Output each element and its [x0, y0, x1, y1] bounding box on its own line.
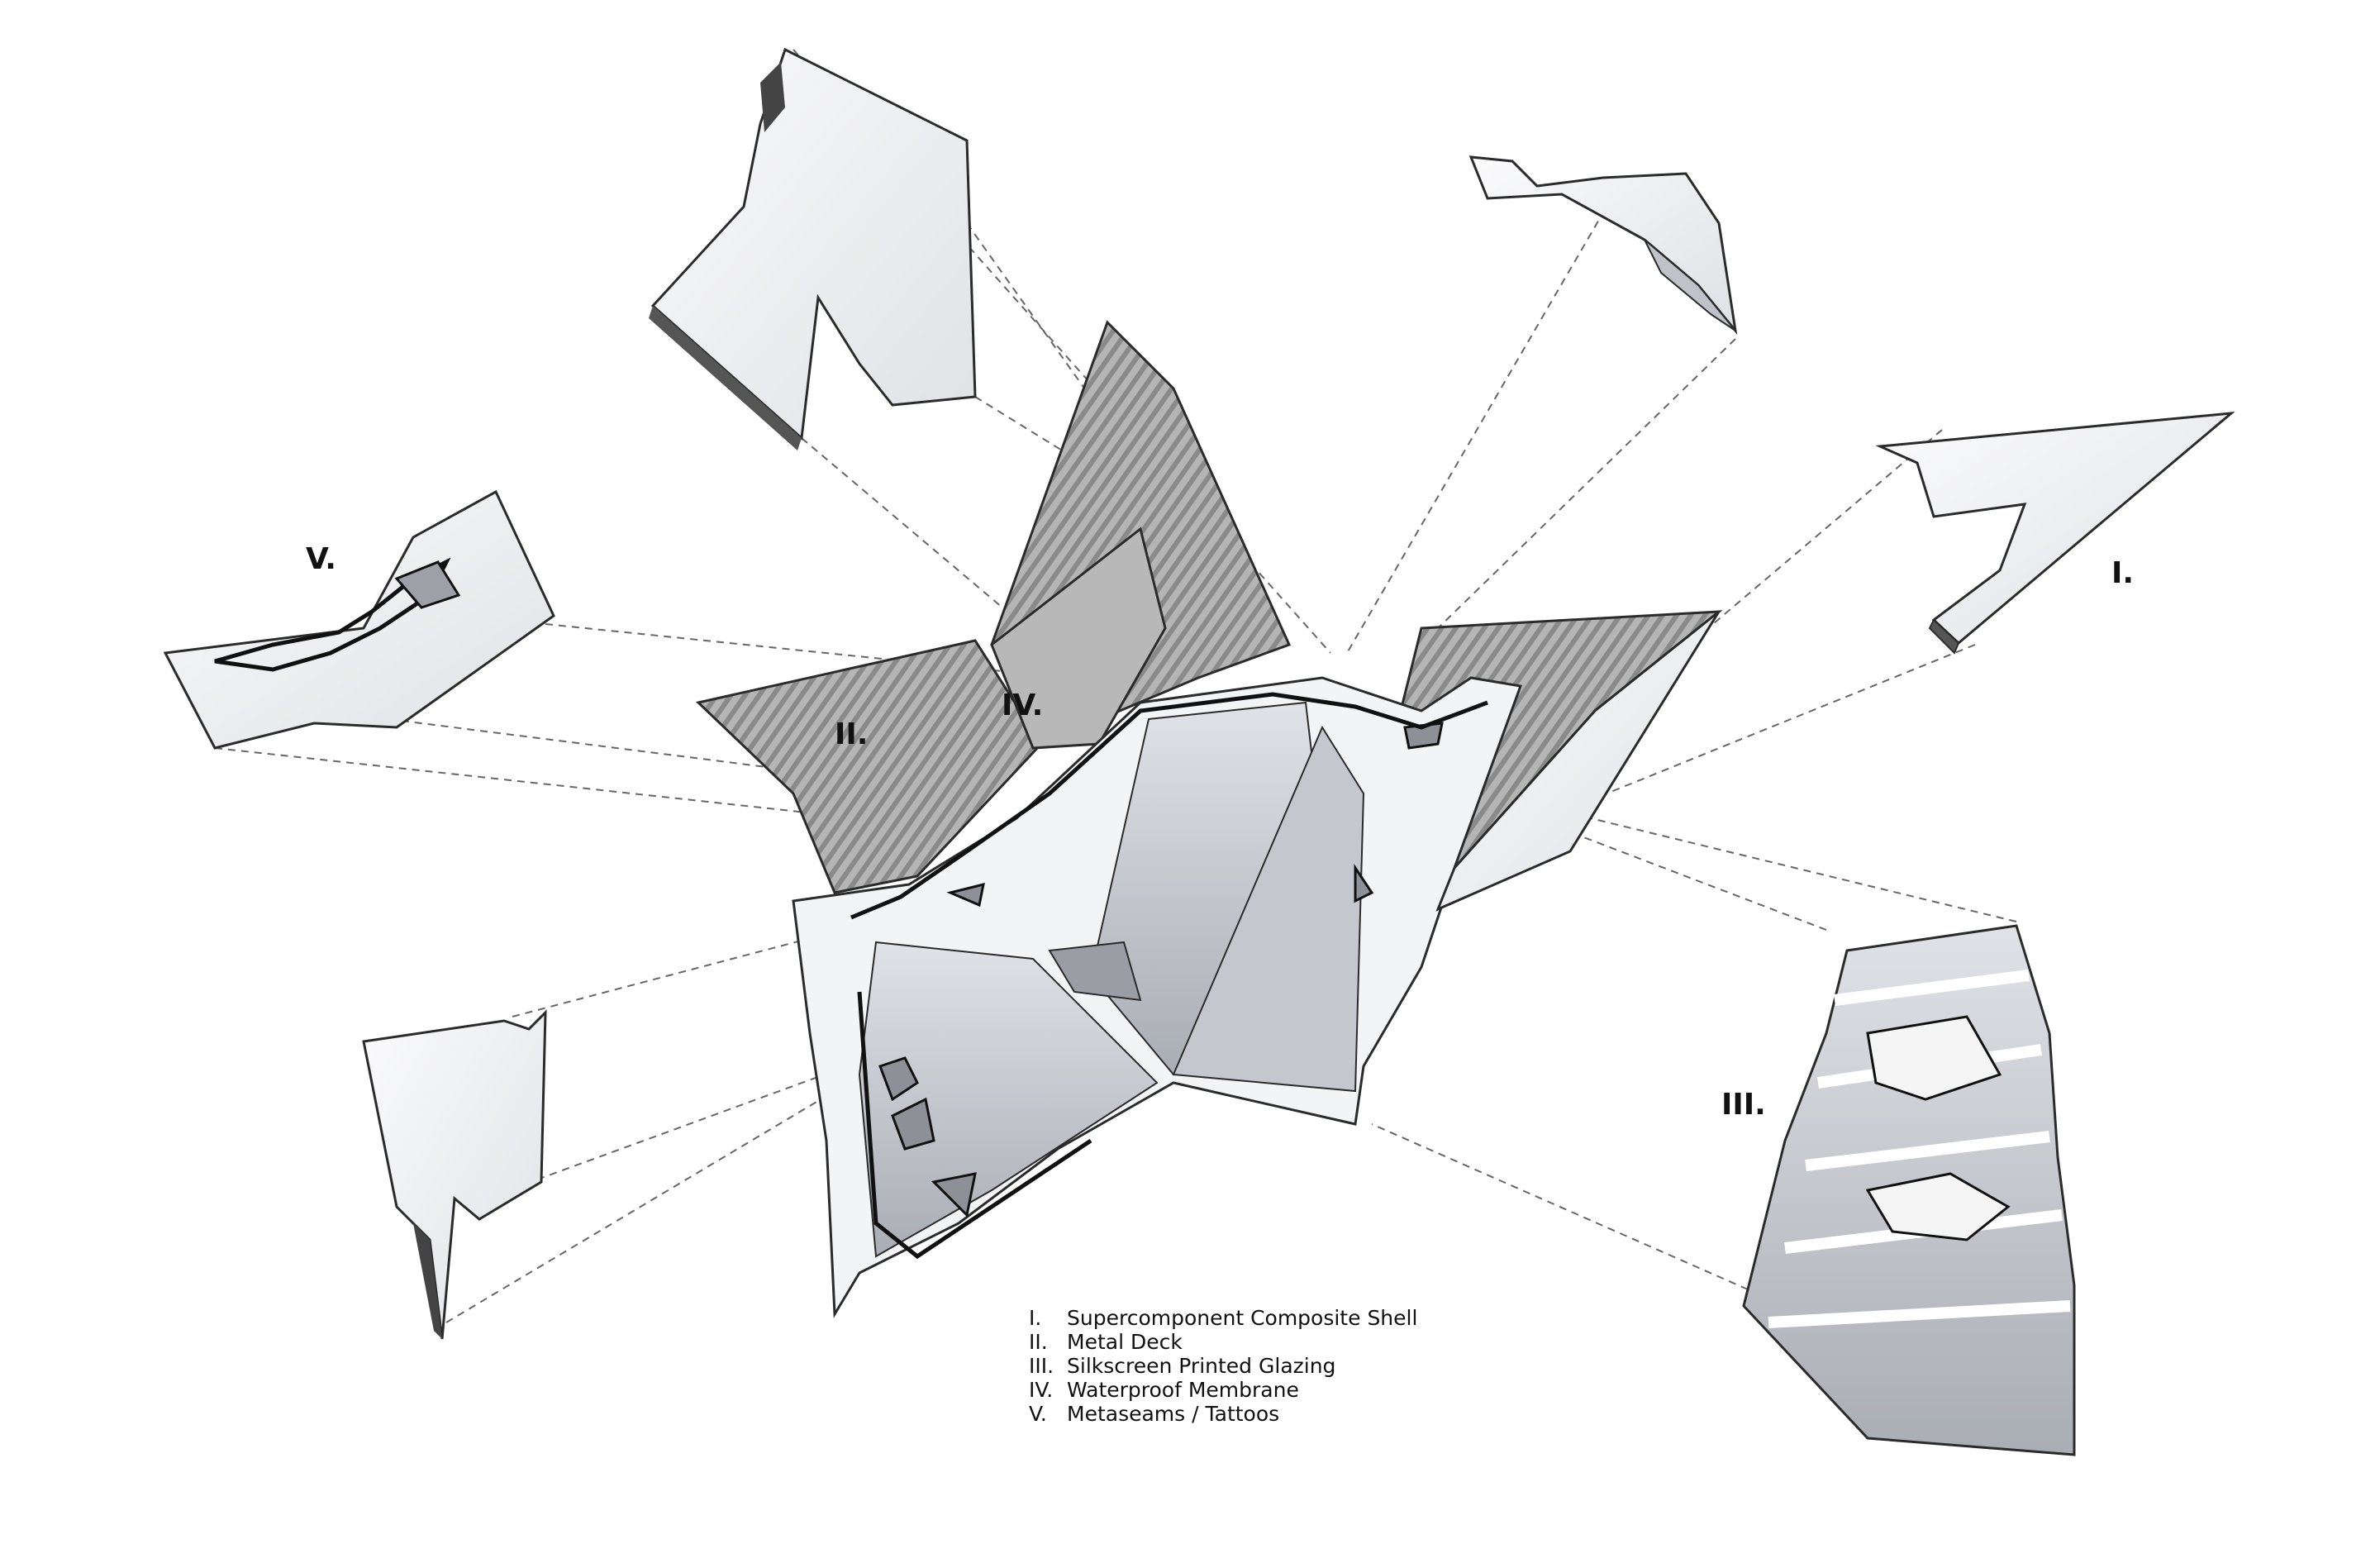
legend-number: II.	[1029, 1330, 1048, 1354]
component-shell-fragment-upper-left	[649, 47, 977, 450]
component-i-composite-shell	[1875, 412, 2235, 655]
callout-one: I.	[2111, 556, 2134, 590]
central-assembly	[695, 320, 1723, 1319]
legend-text: Silkscreen Printed Glazing	[1067, 1354, 1336, 1378]
component-v-metaseams	[163, 489, 555, 750]
callout-three: III.	[1721, 1088, 1766, 1122]
legend-item: V. Metaseams / Tattoos	[1029, 1402, 1417, 1426]
callout-five: V.	[306, 542, 336, 576]
legend-text: Metal Deck	[1067, 1330, 1183, 1354]
legend-text: Supercomponent Composite Shell	[1067, 1306, 1418, 1330]
component-shell-fragment-top	[1468, 155, 1738, 336]
legend: I. Supercomponent Composite Shell II. Me…	[1029, 1306, 1417, 1426]
legend-item: IV. Waterproof Membrane	[1029, 1378, 1417, 1402]
legend-item: I. Supercomponent Composite Shell	[1029, 1306, 1417, 1330]
legend-number: III.	[1029, 1354, 1054, 1378]
component-iii-glazing	[1742, 924, 2076, 1456]
legend-number: I.	[1029, 1306, 1042, 1330]
legend-text: Waterproof Membrane	[1067, 1378, 1299, 1402]
legend-text: Metaseams / Tattoos	[1067, 1402, 1280, 1426]
callout-four: IV.	[1002, 689, 1043, 722]
legend-number: V.	[1029, 1402, 1047, 1426]
legend-number: IV.	[1029, 1378, 1054, 1402]
component-shell-fragment-lower-left	[362, 1009, 547, 1340]
legend-item: II. Metal Deck	[1029, 1330, 1417, 1354]
callout-two: II.	[835, 717, 868, 751]
legend-item: III. Silkscreen Printed Glazing	[1029, 1354, 1417, 1378]
